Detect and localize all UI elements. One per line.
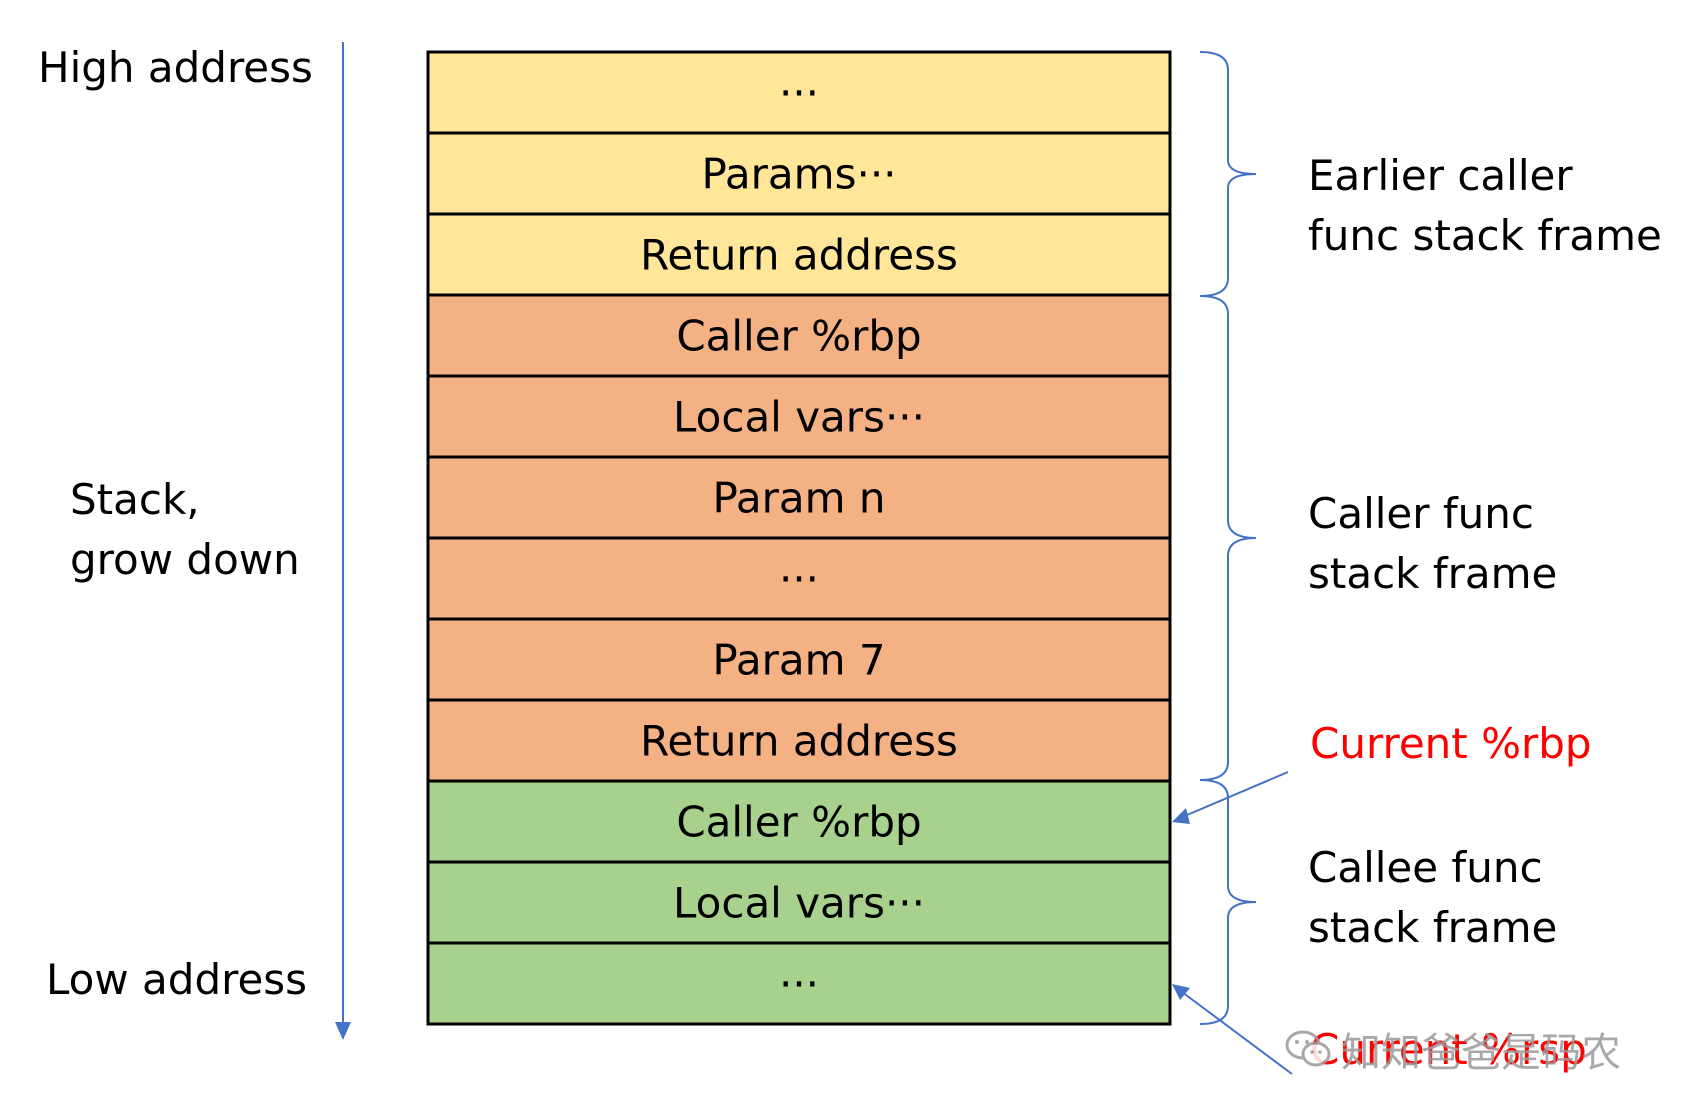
current-rbp-label: Current %rbp xyxy=(1310,719,1592,768)
stack-cell-7 xyxy=(426,536,1172,621)
stack-cell-label-10: Caller %rbp xyxy=(676,798,921,847)
current-rsp-label: Current %rsp xyxy=(1310,1025,1587,1074)
stack-cell-5 xyxy=(426,374,1172,459)
current-rbp-pointer-arrowhead xyxy=(1172,808,1190,824)
low-address-label: Low address xyxy=(46,955,308,1004)
brace-callee xyxy=(1199,779,1257,1025)
stack-cell-label-5: Local vars··· xyxy=(673,393,925,442)
stack-cell-12 xyxy=(426,941,1172,1026)
wechat-icon xyxy=(1285,1029,1333,1069)
earlier-frame-label-line1: Earlier caller xyxy=(1308,151,1573,200)
current-rsp-pointer-line xyxy=(1181,991,1293,1075)
stack-cell-1 xyxy=(426,50,1172,135)
stack-cell-10 xyxy=(426,779,1172,864)
stack-cell-label-1: ··· xyxy=(779,69,819,118)
stack-cell-3 xyxy=(426,212,1172,297)
stack-cell-6 xyxy=(426,455,1172,540)
stack-grow-label-line1: Stack, xyxy=(70,475,200,524)
high-address-label: High address xyxy=(38,43,313,92)
stack-cell-11 xyxy=(426,860,1172,945)
caller-frame-label-line2: stack frame xyxy=(1308,549,1558,598)
current-rsp-pointer-arrowhead xyxy=(1172,984,1190,1000)
stack-cell-label-11: Local vars··· xyxy=(673,879,925,928)
stack-cell-label-9: Return address xyxy=(640,717,958,766)
stack-cell-4 xyxy=(426,293,1172,378)
stack-cell-label-7: ··· xyxy=(779,555,819,604)
stack-cell-label-4: Caller %rbp xyxy=(676,312,921,361)
stack-cell-label-2: Params··· xyxy=(701,150,896,199)
callee-frame-label-line1: Callee func xyxy=(1308,843,1543,892)
brace-earlier xyxy=(1199,51,1257,297)
current-rbp-pointer-line xyxy=(1179,771,1289,819)
stack-grow-label-line2: grow down xyxy=(70,535,300,584)
watermark: 知知爸爸是码农 xyxy=(1285,1020,1621,1078)
callee-frame-label-line2: stack frame xyxy=(1308,903,1558,952)
watermark-text: 知知爸爸是码农 xyxy=(1341,1030,1621,1076)
caller-frame-label-line1: Caller func xyxy=(1308,489,1534,538)
stack-cell-label-3: Return address xyxy=(640,231,958,280)
stack-cell-label-6: Param n xyxy=(712,474,885,523)
brace-caller xyxy=(1199,295,1257,781)
grow-down-arrowhead xyxy=(335,1022,351,1040)
stack-cell-label-8: Param 7 xyxy=(712,636,885,685)
stack-cell-label-12: ··· xyxy=(779,960,819,1009)
earlier-frame-label-line2: func stack frame xyxy=(1308,211,1662,260)
